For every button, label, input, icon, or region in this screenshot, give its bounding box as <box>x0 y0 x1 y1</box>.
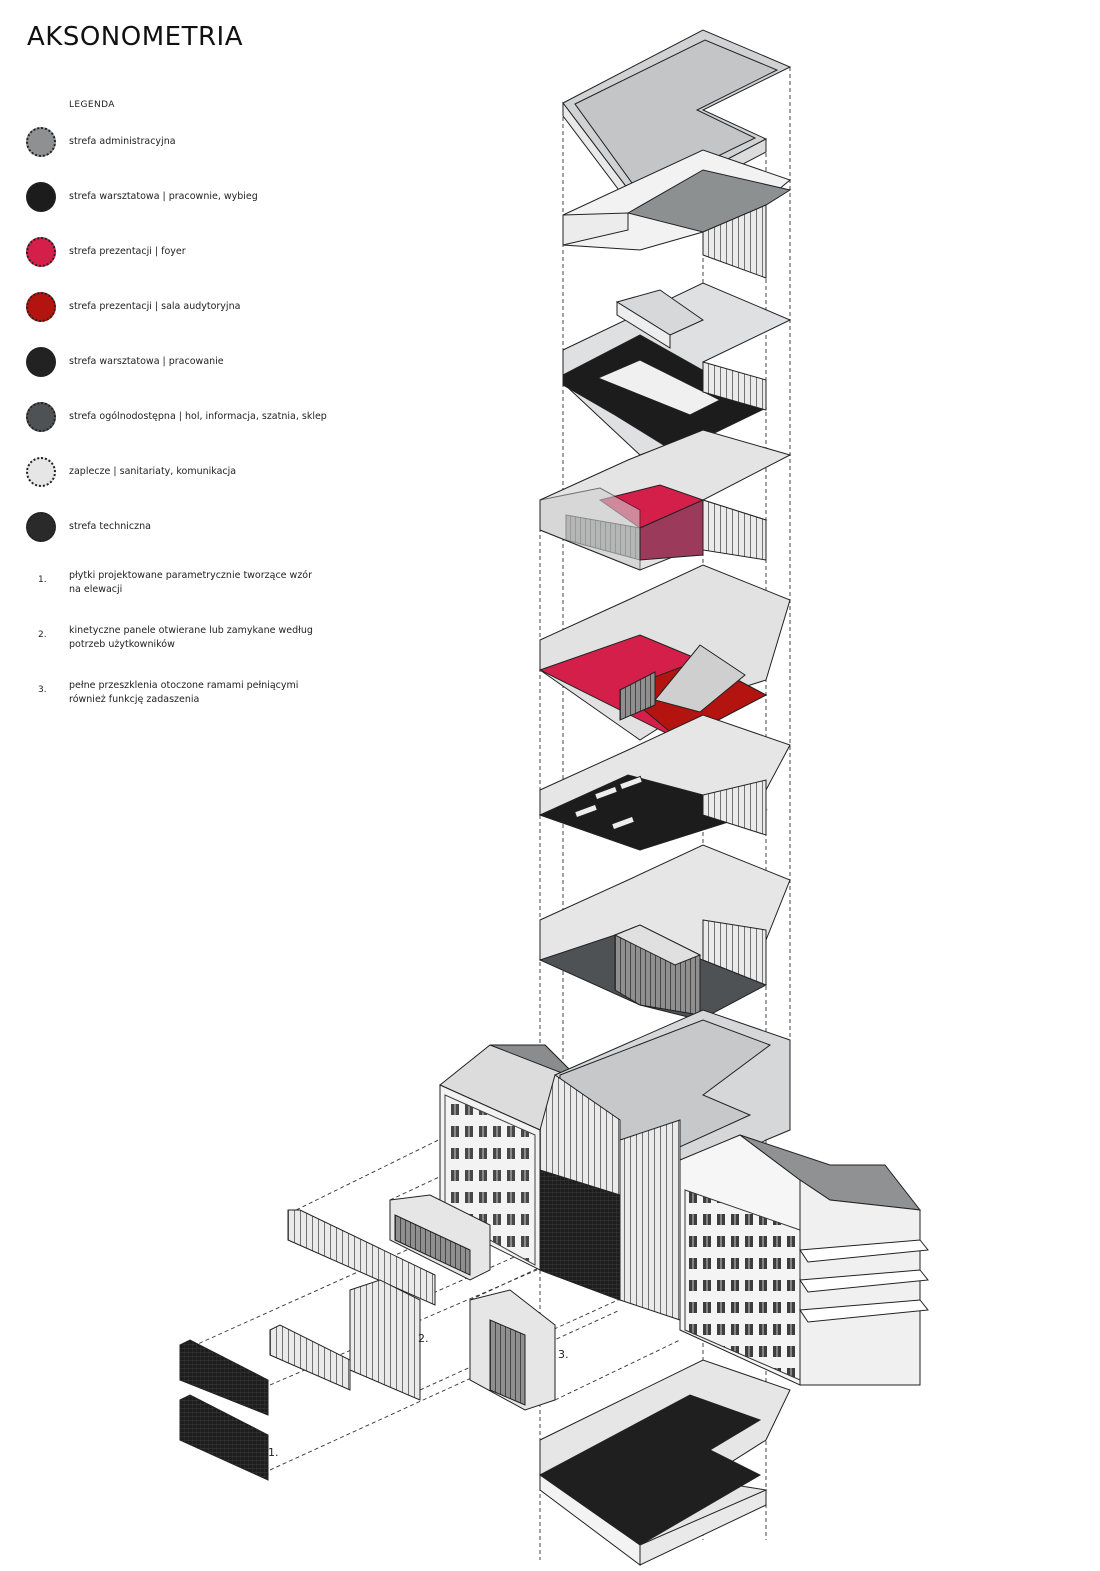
legend-label: zaplecze | sanitariaty, komunikacja <box>69 466 237 477</box>
note-line: na elewacji <box>69 584 123 595</box>
swatch-icon <box>26 512 56 542</box>
swatch-icon <box>26 237 56 267</box>
facade-elements <box>179 1194 556 1481</box>
workshop-level <box>562 282 792 456</box>
legend-label: strefa administracyjna <box>69 136 176 147</box>
swatch-icon <box>26 292 56 322</box>
note-text: płytki projektowane parametrycznie tworz… <box>69 569 329 597</box>
legend-label: strefa techniczna <box>69 521 151 532</box>
page-title: AKSONOMETRIA <box>27 22 243 52</box>
basement-level <box>539 1359 791 1566</box>
foyer-level <box>539 429 792 571</box>
swatch-icon <box>26 402 56 432</box>
swatch-icon <box>26 347 56 377</box>
swatch-icon <box>26 127 56 157</box>
note-number: 2. <box>38 630 47 640</box>
legend-heading: LEGENDA <box>69 100 115 110</box>
note-number: 3. <box>38 685 47 695</box>
legend-label: strefa warsztatowa | pracownie, wybieg <box>69 191 258 202</box>
callout-2: 2. <box>418 1332 429 1345</box>
roof-level <box>562 29 792 279</box>
legend-item-administracyjna: strefa administracyjna <box>26 127 356 159</box>
note-line: potrzeb użytkowników <box>69 639 175 650</box>
note-line: również funkcję zadaszenia <box>69 694 200 705</box>
auditorium-level <box>538 564 791 741</box>
workshop-level-2 <box>538 714 791 851</box>
entrance-level <box>538 844 791 1021</box>
note-number: 1. <box>38 575 47 585</box>
swatch-icon <box>26 457 56 487</box>
note-text: pełne przeszklenia otoczone ramami pełni… <box>69 679 329 707</box>
legend-item-foyer: strefa prezentacji | foyer <box>26 237 356 269</box>
note-line: płytki projektowane parametrycznie tworz… <box>69 570 313 581</box>
legend-item-pracowanie: strefa warsztatowa | pracowanie <box>26 347 356 379</box>
swatch-icon <box>26 182 56 212</box>
legend-item-ogolnodostepna: strefa ogólnodostępna | hol, informacja,… <box>26 402 356 434</box>
note-line: kinetyczne panele otwierane lub zamykane… <box>69 625 313 636</box>
note-text: kinetyczne panele otwierane lub zamykane… <box>69 624 329 652</box>
legend-label: strefa ogólnodostępna | hol, informacja,… <box>69 411 327 422</box>
legend-item-techniczna: strefa techniczna <box>26 512 356 544</box>
legend-item-sala-audytoryjna: strefa prezentacji | sala audytoryjna <box>26 292 356 324</box>
note-line: pełne przeszklenia otoczone ramami pełni… <box>69 680 299 691</box>
legend-label: strefa prezentacji | foyer <box>69 246 186 257</box>
legend-item-warsztatowa-wybieg: strefa warsztatowa | pracownie, wybieg <box>26 182 356 214</box>
legend-label: strefa warsztatowa | pracowanie <box>69 356 224 367</box>
callout-3: 3. <box>558 1348 569 1361</box>
legend-item-zaplecze: zaplecze | sanitariaty, komunikacja <box>26 457 356 489</box>
legend-label: strefa prezentacji | sala audytoryjna <box>69 301 241 312</box>
callout-1: 1. <box>268 1446 279 1459</box>
